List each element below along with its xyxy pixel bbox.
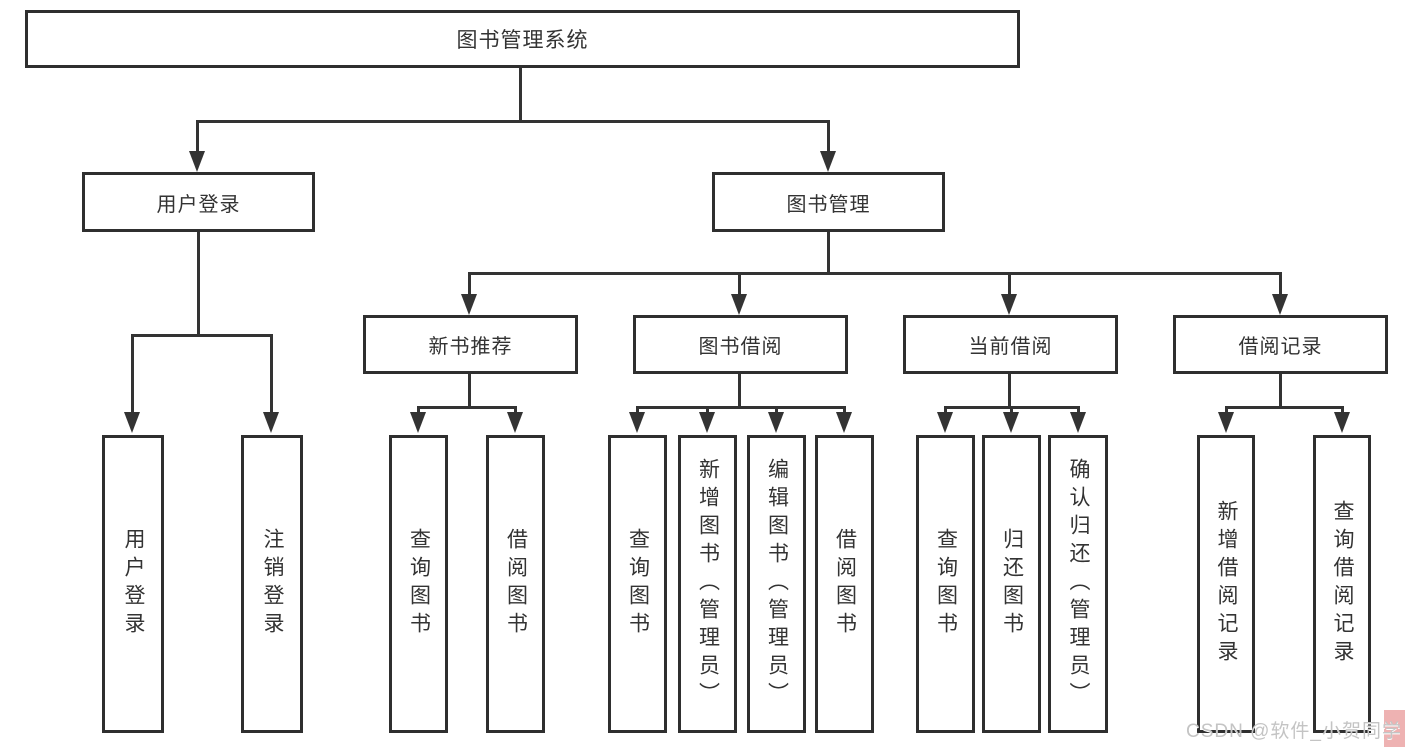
edge-segment xyxy=(1077,406,1080,415)
edge-segment xyxy=(468,272,1282,275)
arrowhead-down-icon xyxy=(699,412,715,433)
arrowhead-down-icon xyxy=(629,412,645,433)
leaf-user-login: 用户登录 xyxy=(102,435,164,733)
leaf-add-books-admin: 新增图书（管理员） xyxy=(678,435,737,733)
node-user-login: 用户登录 xyxy=(82,172,315,232)
edge-segment xyxy=(519,68,522,122)
edge-segment xyxy=(131,334,134,414)
edge-segment xyxy=(636,406,639,415)
leaf-borrow-books-recommend: 借阅图书 xyxy=(486,435,545,733)
edge-segment xyxy=(1008,374,1011,408)
leaf-label: 查询图书 xyxy=(934,528,958,640)
leaf-label: 归还图书 xyxy=(1000,528,1024,640)
leaf-borrow-books: 借阅图书 xyxy=(815,435,874,733)
leaf-label: 注销登录 xyxy=(261,528,285,640)
arrowhead-down-icon xyxy=(1218,412,1234,433)
node-book-management: 图书管理 xyxy=(712,172,945,232)
edge-segment xyxy=(827,232,830,272)
edge-segment xyxy=(514,406,517,415)
edge-segment xyxy=(827,120,830,153)
edge-segment xyxy=(417,406,517,409)
leaf-confirm-return-admin: 确认归还（管理员） xyxy=(1048,435,1108,733)
arrowhead-down-icon xyxy=(1272,294,1288,315)
arrowhead-down-icon xyxy=(836,412,852,433)
edge-segment xyxy=(131,334,273,337)
arrowhead-down-icon xyxy=(768,412,784,433)
node-label: 图书管理系统 xyxy=(456,29,589,52)
node-label: 图书借阅 xyxy=(698,336,783,358)
node-label: 新书推荐 xyxy=(428,336,513,358)
arrowhead-down-icon xyxy=(124,412,140,433)
node-new-book-recommend: 新书推荐 xyxy=(363,315,578,374)
edge-segment xyxy=(196,120,830,123)
leaf-label: 查询借阅记录 xyxy=(1331,500,1355,668)
leaf-label: 查询图书 xyxy=(626,528,650,640)
node-borrow-records: 借阅记录 xyxy=(1173,315,1388,374)
leaf-return-books: 归还图书 xyxy=(982,435,1041,733)
csdn-watermark: CSDN @软件_小贺同学 xyxy=(1186,721,1402,742)
edge-segment xyxy=(196,120,199,153)
edge-segment xyxy=(636,406,846,409)
leaf-label: 用户登录 xyxy=(122,528,146,640)
arrowhead-down-icon xyxy=(461,294,477,315)
arrowhead-down-icon xyxy=(263,412,279,433)
node-label: 用户登录 xyxy=(156,193,241,216)
arrowhead-down-icon xyxy=(937,412,953,433)
edge-segment xyxy=(1225,406,1228,415)
leaf-label: 查询图书 xyxy=(407,528,431,640)
edge-segment xyxy=(738,374,741,408)
leaf-label: 确认归还（管理员） xyxy=(1067,458,1091,710)
node-label: 当前借阅 xyxy=(968,336,1053,358)
edge-segment xyxy=(468,374,471,408)
arrowhead-down-icon xyxy=(820,151,836,172)
arrowhead-down-icon xyxy=(507,412,523,433)
arrowhead-down-icon xyxy=(1070,412,1086,433)
edge-segment xyxy=(417,406,420,415)
edge-segment xyxy=(1010,406,1013,415)
leaf-query-books-recommend: 查询图书 xyxy=(389,435,448,733)
node-current-borrow: 当前借阅 xyxy=(903,315,1118,374)
edge-segment xyxy=(944,406,947,415)
leaf-query-books-current: 查询图书 xyxy=(916,435,975,733)
leaf-add-borrow-record: 新增借阅记录 xyxy=(1197,435,1255,733)
node-label: 借阅记录 xyxy=(1238,336,1323,358)
arrowhead-down-icon xyxy=(731,294,747,315)
arrowhead-down-icon xyxy=(1003,412,1019,433)
edge-segment xyxy=(1279,272,1282,296)
edge-segment xyxy=(843,406,846,415)
leaf-label: 借阅图书 xyxy=(833,528,857,640)
leaf-label: 借阅图书 xyxy=(504,528,528,640)
edge-segment xyxy=(775,406,778,415)
leaf-edit-books-admin: 编辑图书（管理员） xyxy=(747,435,806,733)
edge-segment xyxy=(706,406,709,415)
leaf-logout: 注销登录 xyxy=(241,435,303,733)
node-root-system: 图书管理系统 xyxy=(25,10,1020,68)
edge-segment xyxy=(1008,272,1011,296)
arrowhead-down-icon xyxy=(189,151,205,172)
leaf-label: 新增图书（管理员） xyxy=(696,458,720,710)
edge-segment xyxy=(270,334,273,414)
leaf-label: 编辑图书（管理员） xyxy=(765,458,789,710)
node-label: 图书管理 xyxy=(786,193,871,216)
edge-segment xyxy=(197,232,200,336)
node-book-borrow: 图书借阅 xyxy=(633,315,848,374)
leaf-query-books-borrow: 查询图书 xyxy=(608,435,667,733)
edge-segment xyxy=(468,272,471,296)
leaf-query-borrow-record: 查询借阅记录 xyxy=(1313,435,1371,733)
arrowhead-down-icon xyxy=(1001,294,1017,315)
watermark-accent xyxy=(1384,710,1405,747)
edge-segment xyxy=(1341,406,1344,415)
arrowhead-down-icon xyxy=(1334,412,1350,433)
leaf-label: 新增借阅记录 xyxy=(1215,500,1239,668)
edge-segment xyxy=(738,272,741,296)
arrowhead-down-icon xyxy=(410,412,426,433)
edge-segment xyxy=(1279,374,1282,408)
edge-segment xyxy=(1225,406,1344,409)
